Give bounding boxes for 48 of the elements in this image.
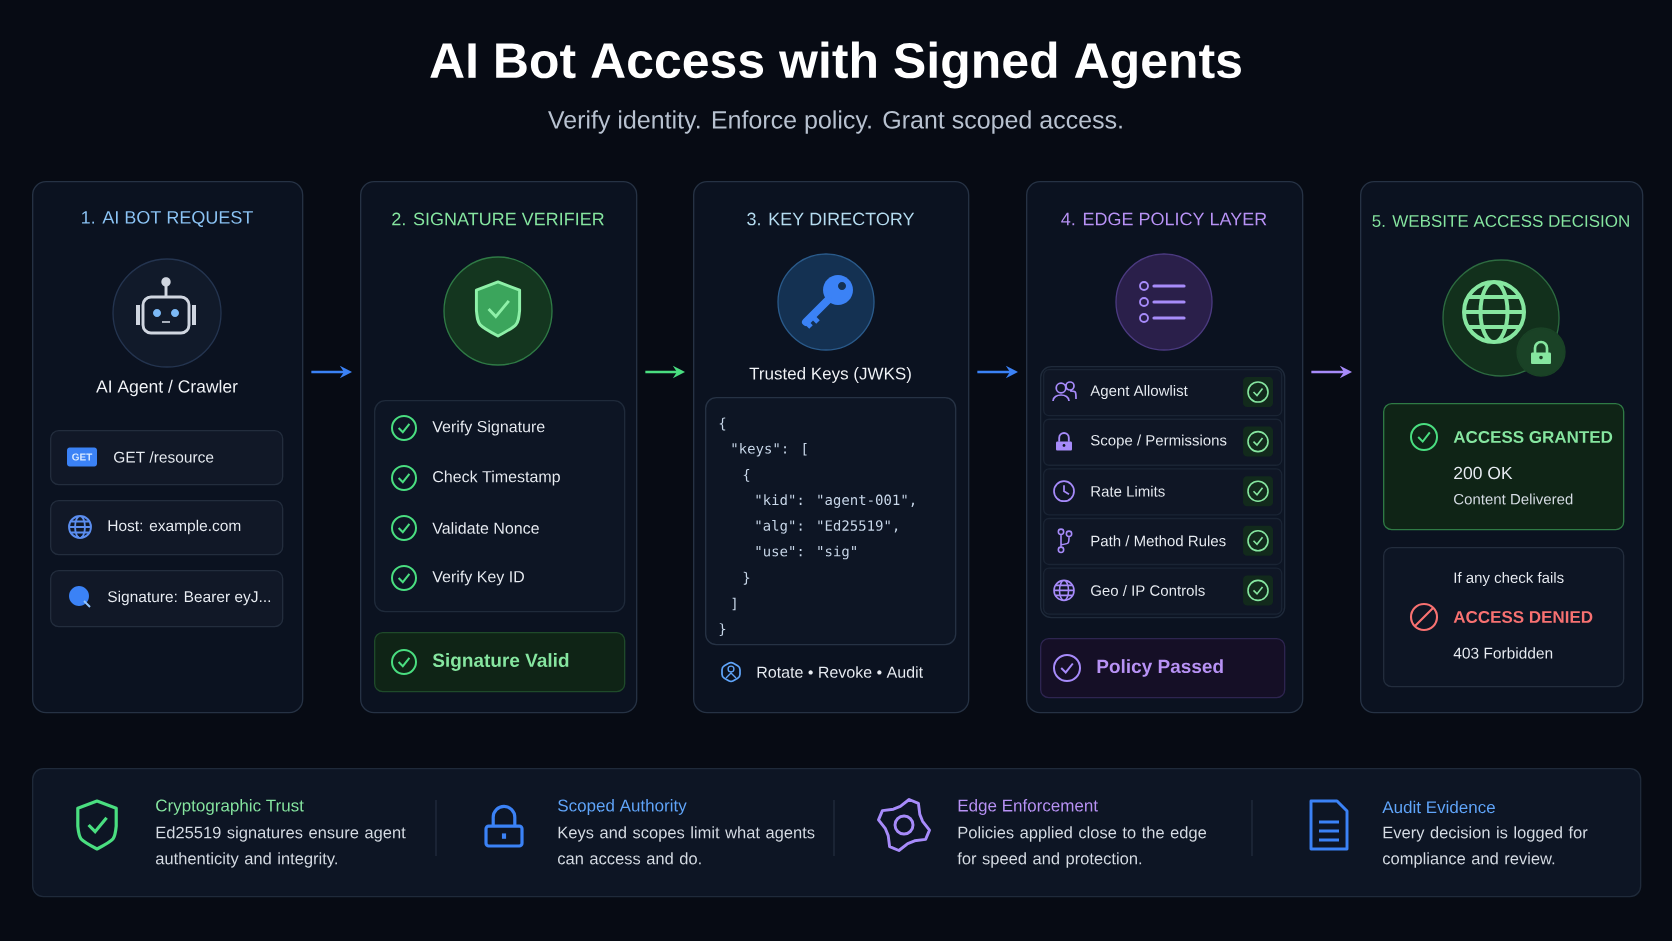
status-code: 403 Forbidden bbox=[1453, 647, 1553, 659]
feature-text: Every decision is logged for compliance and review. bbox=[1383, 826, 1588, 868]
status-box: Policy Passed bbox=[1040, 638, 1286, 699]
policy-row: Scope / Permissions bbox=[1043, 418, 1283, 466]
feature-bar bbox=[32, 768, 1642, 898]
code-line: } bbox=[743, 571, 750, 585]
check-item: Verify Signature bbox=[432, 420, 545, 436]
action-text: Rotate • Revoke • Audit bbox=[757, 666, 923, 678]
policy-row: Geo / IP Controls bbox=[1043, 567, 1283, 615]
code-line: "kid": "agent-001", bbox=[756, 494, 914, 508]
subtitle: Verify identity. Enforce policy. Grant scoped access. bbox=[548, 110, 1122, 134]
feature-text: Keys and scopes limit what agents can access and do. bbox=[558, 826, 815, 865]
code-line: "keys": [ bbox=[732, 442, 807, 457]
feature-text: Ed25519 signatures ensure agent authenticity and integrity. bbox=[156, 826, 406, 868]
check-item: Verify Key ID bbox=[432, 570, 524, 586]
policy-row: Rate Limits bbox=[1043, 468, 1283, 516]
panel-heading: 4. EDGE POLICY LAYER bbox=[1061, 212, 1267, 226]
feature-heading: Cryptographic Trust bbox=[156, 799, 304, 815]
panel-heading: 1. AI BOT REQUEST bbox=[82, 211, 253, 227]
title: AI Bot Access with Signed Agents bbox=[430, 41, 1241, 89]
status-box: Signature Valid bbox=[374, 632, 626, 693]
status-code: 200 OK bbox=[1454, 466, 1513, 480]
request-row: Signature: Bearer eyJ... bbox=[50, 570, 284, 628]
status-text: Content Delivered bbox=[1454, 493, 1573, 505]
policy-row: Path / Method Rules bbox=[1043, 517, 1283, 566]
code-line: ] bbox=[732, 597, 736, 611]
code-line: { bbox=[743, 468, 750, 482]
feature-heading: Audit Evidence bbox=[1382, 800, 1495, 814]
panel-heading: 3. KEY DIRECTORY bbox=[747, 212, 915, 226]
feature-text: Policies applied close to the edge for speed and protection. bbox=[957, 826, 1207, 868]
code-line: { bbox=[719, 417, 726, 431]
panel-heading: 5. WEBSITE ACCESS DECISION bbox=[1372, 214, 1629, 227]
status-heading: ACCESS GRANTED bbox=[1453, 430, 1613, 443]
caption-text: Trusted Keys (JWKS) bbox=[749, 367, 911, 383]
check-item: Validate Nonce bbox=[432, 522, 539, 534]
request-row: Host: example.com bbox=[50, 500, 284, 556]
policy-row: Agent Allowlist bbox=[1043, 369, 1283, 417]
status-heading: ACCESS DENIED bbox=[1453, 610, 1593, 623]
check-item: Check Timestamp bbox=[433, 470, 560, 486]
code-line: "use": "sig" bbox=[756, 545, 856, 560]
panel-heading: 2. SIGNATURE VERIFIER bbox=[392, 212, 604, 226]
condition-text: If any check fails bbox=[1454, 572, 1564, 586]
agent-label: AI Agent / Crawler bbox=[96, 379, 238, 397]
feature-heading: Scoped Authority bbox=[558, 799, 687, 815]
code-line: } bbox=[719, 623, 726, 637]
feature-heading: Edge Enforcement bbox=[958, 799, 1098, 815]
method-badge: GET bbox=[67, 447, 97, 467]
code-line: "alg": "Ed25519", bbox=[756, 519, 898, 534]
